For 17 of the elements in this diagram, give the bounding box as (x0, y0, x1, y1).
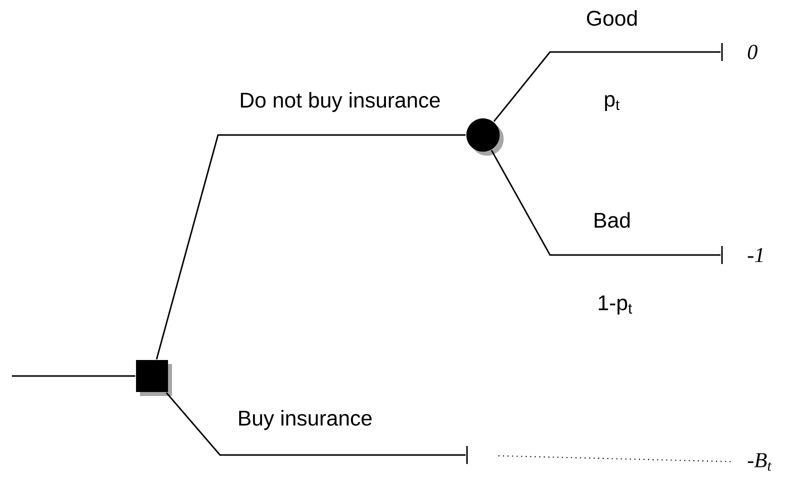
connector (166, 392, 466, 456)
payoff-value: 0 (748, 44, 758, 60)
branch-label: Do not buy insurance (240, 92, 440, 112)
branch-label: Buy insurance (239, 410, 372, 430)
decision-square (136, 360, 172, 396)
connector (490, 150, 721, 256)
payoff-value: -B$_{t}$ (748, 453, 772, 471)
connector (156, 134, 466, 360)
connector (493, 51, 721, 122)
payoff-value: -1 (748, 248, 763, 262)
connector (12, 375, 136, 377)
probability-label: 1-p$_{t}$ (598, 295, 632, 315)
chance-circle (466, 118, 504, 156)
dotted-line (498, 455, 734, 462)
branch-label: Bad (594, 212, 630, 228)
branch-label: Good (586, 10, 637, 26)
probability-label: p$_{t}$ (605, 95, 620, 111)
